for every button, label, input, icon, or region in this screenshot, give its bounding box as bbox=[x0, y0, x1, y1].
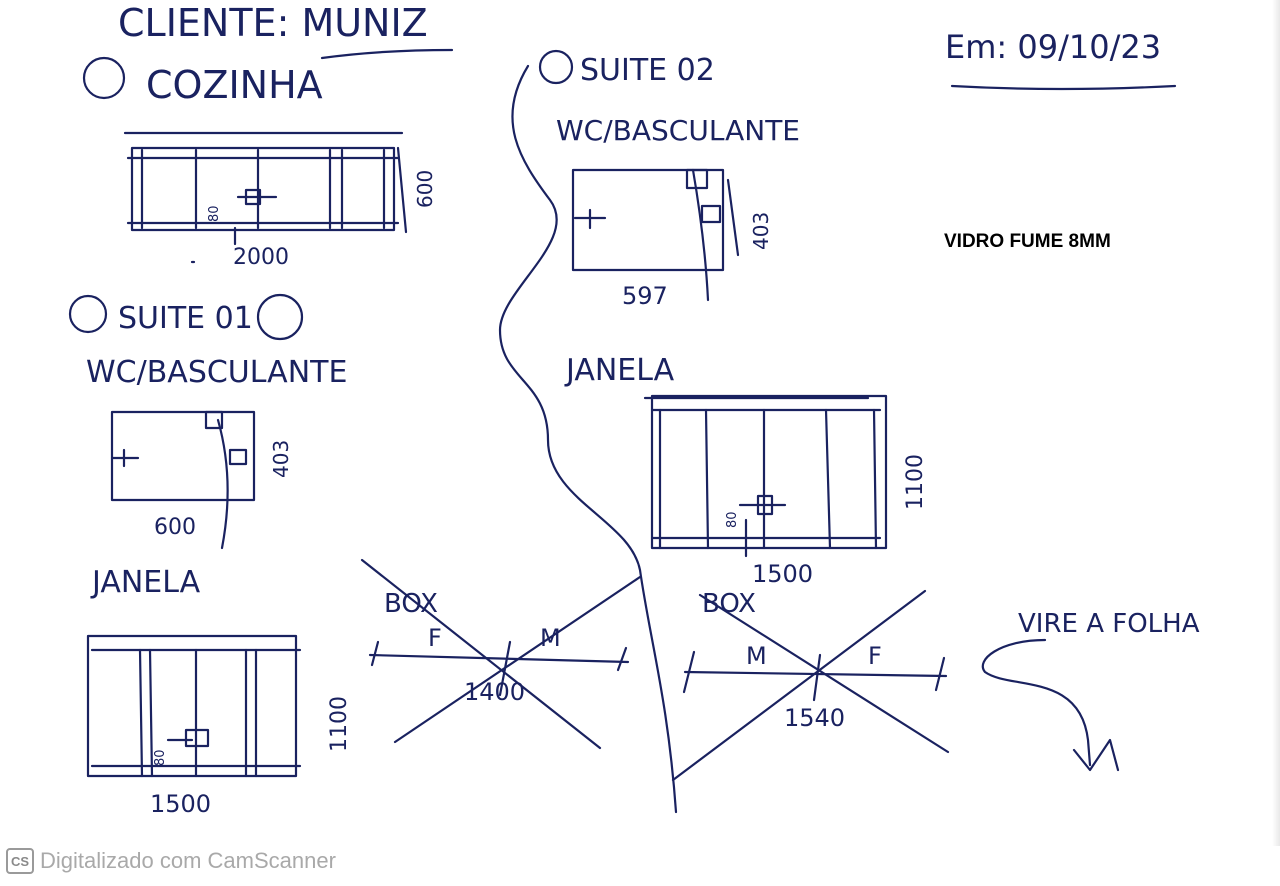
glass-spec-note: VIDRO FUME 8MM bbox=[944, 231, 1111, 252]
janela-left-title: JANELA bbox=[90, 565, 201, 600]
janela-left-height: 1100 bbox=[327, 696, 352, 752]
divider-line bbox=[498, 64, 678, 814]
page-edge-shadow bbox=[1272, 0, 1280, 846]
cozinha-title: COZINHA bbox=[146, 63, 323, 107]
client-underline bbox=[320, 48, 454, 60]
camscanner-logo-icon: CS bbox=[6, 848, 34, 874]
box-right-width: 1540 bbox=[784, 704, 845, 732]
janela-left-width: 1500 bbox=[150, 790, 211, 818]
janela-right-drawing bbox=[643, 394, 888, 558]
box-right-f: F bbox=[868, 642, 882, 670]
footer-text: Digitalizado com CamScanner bbox=[40, 848, 336, 873]
cozinha-bullet-icon bbox=[82, 56, 126, 100]
suite-02-subtitle: WC/BASCULANTE bbox=[556, 114, 800, 147]
suite-01-drawing bbox=[110, 410, 256, 550]
box-right-drawing bbox=[671, 589, 950, 782]
suite-01-title: SUITE 01 bbox=[118, 301, 253, 336]
suite-01-subtitle: WC/BASCULANTE bbox=[86, 355, 347, 390]
cozinha-detail: 80 bbox=[207, 205, 222, 222]
cozinha-width: 2000 bbox=[233, 245, 289, 270]
turn-page-arrow bbox=[981, 638, 1092, 767]
box-left-f: F bbox=[428, 624, 442, 652]
janela-right-title: JANELA bbox=[564, 353, 675, 388]
date-text: Em: 09/10/23 bbox=[945, 28, 1161, 66]
suite-01-height: 403 bbox=[269, 440, 293, 478]
suite-02-width: 597 bbox=[622, 282, 668, 310]
scanner-footer: CS Digitalizado com CamScanner bbox=[6, 846, 336, 876]
box-left-title: BOX bbox=[384, 589, 438, 619]
janela-right-detail: 80 bbox=[725, 511, 740, 528]
suite-02-drawing bbox=[571, 168, 740, 302]
turn-page-note: VIRE A FOLHA bbox=[1018, 609, 1200, 639]
box-right-title: BOX bbox=[702, 589, 756, 619]
suite-02-title: SUITE 02 bbox=[580, 53, 715, 88]
box-right-m: M bbox=[746, 642, 767, 670]
box-left-width: 1400 bbox=[464, 678, 525, 706]
cozinha-height: 600 bbox=[413, 170, 437, 208]
cozinha-drawing bbox=[123, 131, 408, 246]
janela-right-width: 1500 bbox=[752, 560, 813, 588]
janela-left-drawing bbox=[86, 634, 302, 778]
suite-01-width: 600 bbox=[154, 515, 196, 540]
janela-left-detail: 80 bbox=[153, 749, 168, 766]
suite-02-bullet-icon bbox=[538, 49, 574, 85]
box-left-drawing bbox=[360, 558, 642, 750]
date-underline bbox=[950, 84, 1177, 91]
suite-01-bullet-icon bbox=[68, 294, 108, 334]
suite-02-height: 403 bbox=[749, 212, 773, 250]
suite-01-number-ring bbox=[256, 293, 304, 341]
client-title: CLIENTE: MUNIZ bbox=[118, 1, 428, 45]
janela-right-height: 1100 bbox=[903, 454, 928, 510]
box-left-m: M bbox=[540, 624, 561, 652]
